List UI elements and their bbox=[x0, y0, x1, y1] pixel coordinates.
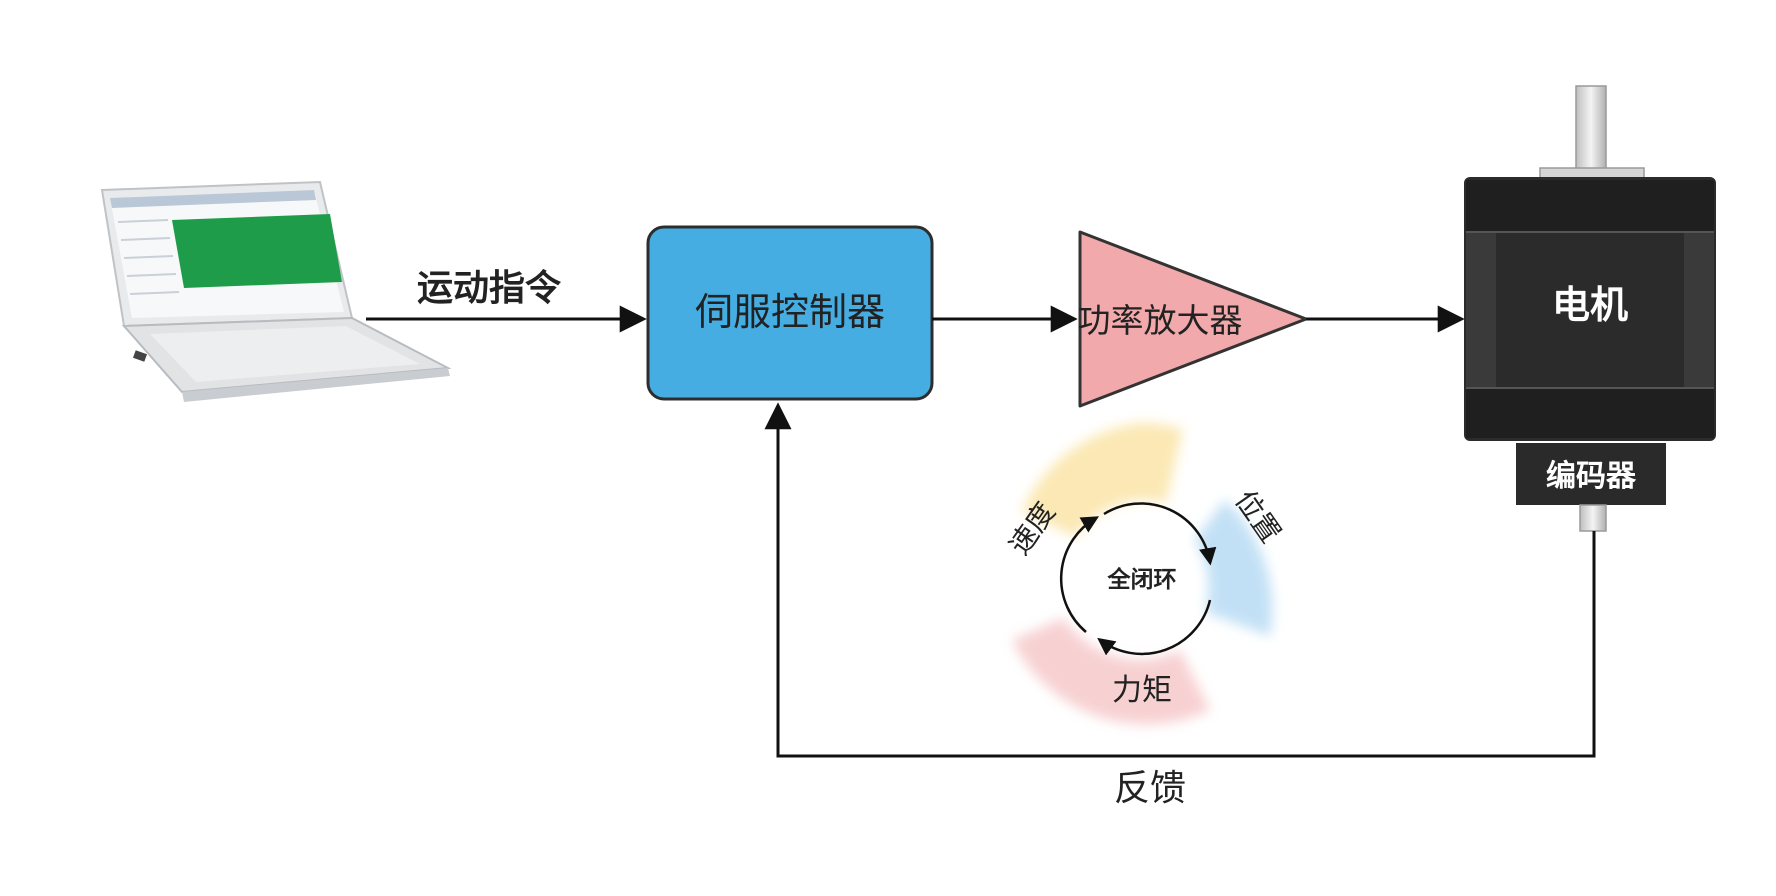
servo-controller-block: 伺服控制器 bbox=[646, 225, 934, 401]
closed-loop-wheel: 全闭环 速度 位置 力矩 bbox=[1003, 422, 1287, 725]
laptop-screen bbox=[172, 214, 342, 288]
encoder-label: 编码器 bbox=[1546, 459, 1637, 494]
motor-icon: 电机 编码器 bbox=[1464, 85, 1716, 532]
laptop-icon bbox=[100, 180, 452, 402]
feedback-path bbox=[764, 402, 1596, 758]
controller-label: 伺服控制器 bbox=[695, 290, 885, 334]
torque-label: 力矩 bbox=[1112, 673, 1172, 708]
feedback-label: 反馈 bbox=[1114, 768, 1186, 809]
closed-loop-label: 全闭环 bbox=[1107, 566, 1177, 593]
position-segment bbox=[1195, 500, 1273, 636]
amplifier-label: 功率放大器 bbox=[1078, 301, 1243, 340]
torque-segment bbox=[1012, 618, 1210, 725]
power-amplifier-block: 功率放大器 bbox=[1078, 230, 1308, 408]
encoder-block bbox=[1516, 443, 1666, 505]
motor-label: 电机 bbox=[1552, 283, 1628, 327]
command-label: 运动指令 bbox=[417, 268, 562, 309]
